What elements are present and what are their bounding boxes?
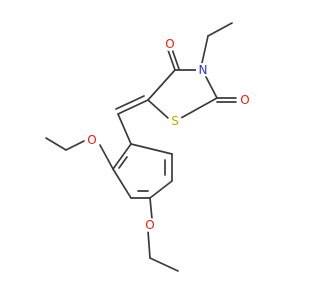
atom-o-right-ketone: O [238, 93, 252, 107]
bond-ch2-ch3-upper [45, 137, 67, 151]
atom-label-o-top: O [165, 37, 174, 51]
bond-ar-c2-c3 [112, 168, 132, 199]
bond-ar-o-lower [149, 197, 153, 220]
bond-ch-aryl [117, 113, 132, 145]
structure-svg: O N O S O O [45, 22, 252, 272]
bond-c4-o-a [167, 49, 176, 71]
bond-ar-inner-1 [118, 156, 128, 169]
bond-ar-c1-c2 [112, 143, 132, 170]
bond-c4-o-b [171, 48, 180, 70]
atom-label-o-right: O [240, 93, 249, 107]
atom-label-o-lower: O [145, 218, 154, 232]
atom-layer: O N O S O O [85, 37, 252, 232]
atom-label-n: N [199, 63, 208, 77]
bond-layer [45, 22, 237, 272]
bond-ar-c6-c1 [130, 143, 173, 155]
bond-o-ch2-upper [65, 140, 85, 151]
bond-exo-a [117, 99, 149, 115]
atom-label-o-upper: O [87, 133, 96, 147]
bond-ar-c4-c5 [149, 180, 173, 199]
bond-ch2-ch3-lower [149, 257, 179, 272]
atom-o-ethoxy-upper: O [85, 133, 99, 147]
bond-exo-b [115, 95, 145, 110]
bond-o-ch2-lower [147, 230, 151, 259]
bond-ethyl-ch3-ch2 [207, 22, 233, 37]
bond-n-c2 [204, 74, 218, 99]
atom-o-top-ketone: O [163, 37, 177, 51]
bond-ar-o-upper [99, 144, 114, 170]
bond-c2-s [180, 97, 218, 119]
atom-n-ring: N [196, 63, 210, 77]
bond-s-c5 [147, 99, 169, 119]
bond-ethyl-ch2-n [201, 35, 209, 64]
atom-s-ring: S [168, 114, 182, 128]
bond-c5-c4 [147, 69, 176, 101]
atom-o-ethoxy-lower: O [143, 218, 157, 232]
atom-label-s: S [171, 114, 179, 128]
molecule-diagram: O N O S O O [45, 22, 252, 272]
